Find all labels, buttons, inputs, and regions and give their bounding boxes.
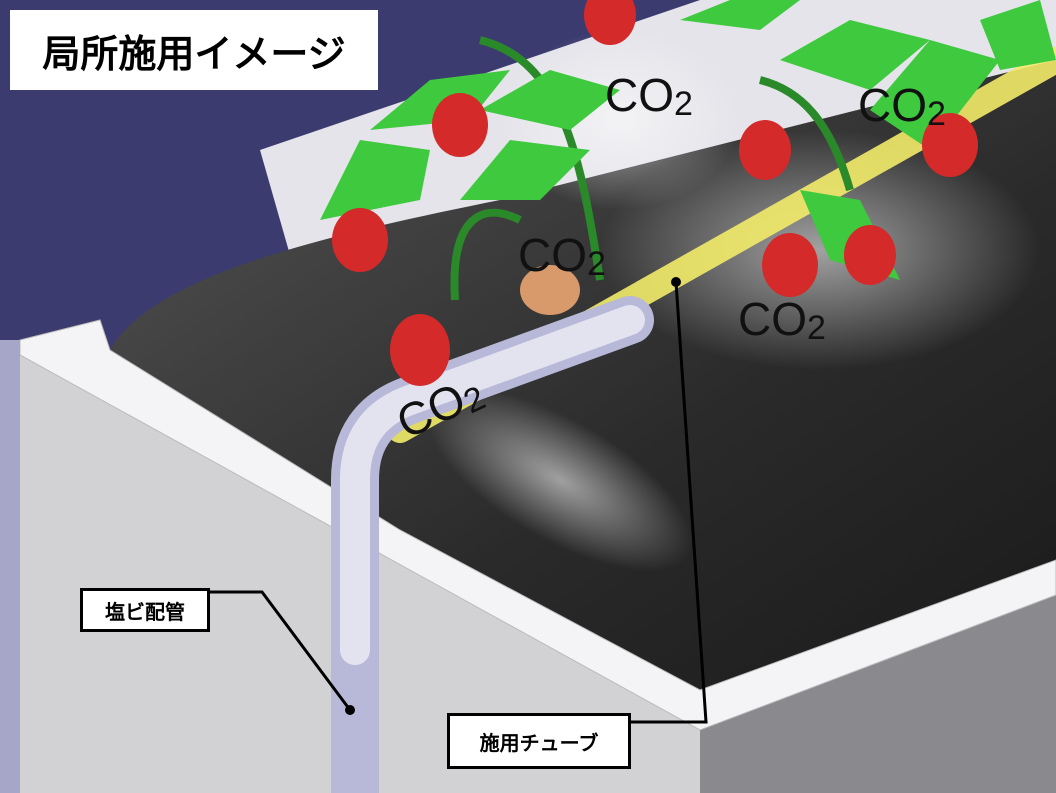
strawberries xyxy=(332,0,978,386)
co2-label: CO2 xyxy=(605,69,693,123)
co2-label: CO2 xyxy=(738,293,826,347)
pvc-pipe-label: 塩ビ配管 xyxy=(80,588,210,632)
side-bracket xyxy=(0,340,20,793)
tube-leader-dot xyxy=(671,277,681,287)
planter-side-face xyxy=(700,590,1056,793)
tube-leader-line xyxy=(630,281,708,724)
application-tube-label: 施用チューブ xyxy=(447,713,631,769)
co2-label: CO2 xyxy=(858,79,946,133)
page-title: 局所施用イメージ xyxy=(10,10,378,90)
co2-label: CO2 xyxy=(518,229,606,283)
pvc-pipe-leader-dot xyxy=(345,705,355,715)
pvc-pipe-leader-line xyxy=(210,590,352,711)
